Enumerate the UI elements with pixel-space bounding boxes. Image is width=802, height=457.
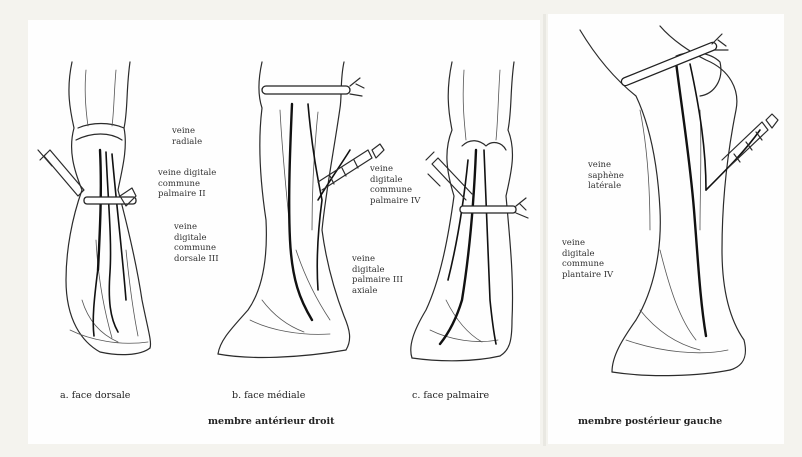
label-line: palmaire IV — [370, 196, 420, 207]
label-line: palmaire III — [352, 275, 403, 286]
label-line: veine — [352, 254, 403, 265]
label-line: radiale — [172, 137, 202, 148]
caption-b: b. face médiale — [232, 390, 305, 401]
label-line: commune — [174, 243, 219, 254]
label-line: digitale — [562, 249, 613, 260]
caption-a: a. face dorsale — [60, 390, 130, 401]
label-line: commune — [158, 179, 216, 190]
label-line: commune — [562, 259, 613, 270]
limb-a-dorsal — [38, 62, 151, 355]
label-vein-digital-dorsal-iii: veine digitale commune dorsale III — [174, 222, 219, 264]
label-line: veine — [174, 222, 219, 233]
label-line: veine digitale — [158, 168, 216, 179]
label-vein-saphenous: veine saphène latérale — [588, 160, 624, 192]
label-line: digitale — [352, 265, 403, 276]
caption-forelimb-group: membre antérieur droit — [208, 416, 335, 427]
caption-hindlimb-group: membre postérieur gauche — [578, 416, 722, 427]
caption-c: c. face palmaire — [412, 390, 489, 401]
label-line: digitale — [370, 175, 420, 186]
label-line: saphène — [588, 171, 624, 182]
label-line: veine — [172, 126, 202, 137]
label-line: veine — [370, 164, 420, 175]
label-vein-radial: veine radiale — [172, 126, 202, 147]
label-vein-digital-palmar-iv: veine digitale commune palmaire IV — [370, 164, 420, 206]
label-vein-digital-palmar-iii: veine digitale palmaire III axiale — [352, 254, 403, 296]
label-line: palmaire II — [158, 189, 216, 200]
label-vein-digital-plantar-iv: veine digitale commune plantaire IV — [562, 238, 613, 280]
label-line: dorsale III — [174, 254, 219, 265]
label-line: latérale — [588, 181, 624, 192]
label-vein-digital-palmar-ii: veine digitale commune palmaire II — [158, 168, 216, 200]
label-line: plantaire IV — [562, 270, 613, 281]
limb-b-medial — [218, 62, 384, 357]
label-line: veine — [588, 160, 624, 171]
limb-c-palmar — [411, 62, 528, 361]
limb-d-hind — [580, 26, 778, 376]
label-line: veine — [562, 238, 613, 249]
label-line: axiale — [352, 286, 403, 297]
label-line: digitale — [174, 233, 219, 244]
label-line: commune — [370, 185, 420, 196]
